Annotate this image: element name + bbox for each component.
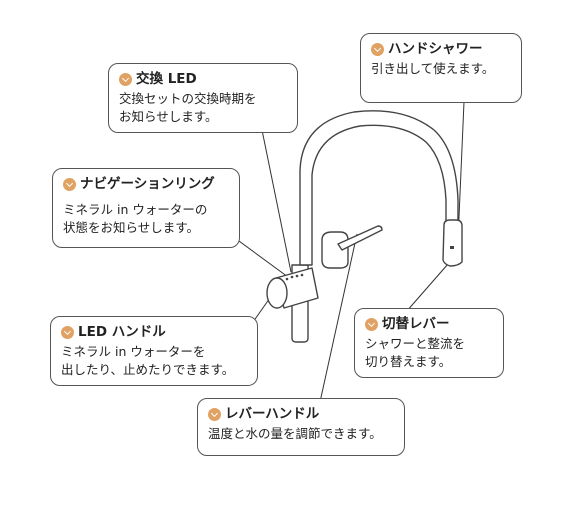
callout-title-text: ナビゲーションリング — [80, 176, 215, 192]
callout-title: 交換 LED — [119, 70, 287, 88]
chevron-down-icon — [365, 317, 378, 331]
callout-title-text: 交換 LED — [136, 71, 197, 87]
callout-title: ナビゲーションリング — [63, 175, 229, 193]
navigation-ring-dots — [285, 273, 304, 281]
callout-navigation-ring: ナビゲーションリング ミネラル in ウォーターの 状態をお知らせします。 — [52, 168, 240, 248]
leader-lever-handle — [319, 233, 358, 403]
callout-description: ミネラル in ウォーターの 状態をお知らせします。 — [63, 202, 208, 235]
chevron-down-icon — [61, 325, 74, 339]
valve-body — [321, 231, 349, 269]
callout-switch-lever: 切替レバー シャワーと整流を 切り替えます。 — [354, 308, 504, 378]
callout-title: LED ハンドル — [61, 323, 247, 341]
callout-led-handle: LED ハンドル ミネラル in ウォーターを 出したり、止めたりできます。 — [50, 316, 258, 386]
leader-hand-shower — [457, 101, 465, 241]
callout-title: 切替レバー — [365, 315, 493, 333]
callout-hand-shower: ハンドシャワー 引き出して使えます。 — [360, 33, 522, 103]
leader-exchange-led — [261, 129, 292, 273]
callout-description: 引き出して使えます。 — [371, 61, 495, 76]
callout-title-text: 切替レバー — [382, 316, 450, 332]
chevron-down-icon — [119, 72, 132, 86]
faucet-body — [266, 110, 463, 343]
callout-lever-handle: レバーハンドル 温度と水の量を調節できます。 — [197, 398, 405, 456]
callout-description: ミネラル in ウォーターを 出したり、止めたりできます。 — [61, 344, 235, 377]
shower-button-icon — [450, 246, 454, 249]
callout-title-text: レバーハンドル — [225, 406, 320, 422]
hand-shower-head — [442, 219, 463, 267]
callout-title-text: LED ハンドル — [78, 324, 166, 340]
callout-description: 交換セットの交換時期を お知らせします。 — [119, 91, 257, 124]
chevron-down-icon — [63, 177, 76, 191]
callout-description: シャワーと整流を 切り替えます。 — [365, 336, 466, 369]
callout-title-text: ハンドシャワー — [388, 41, 483, 57]
callout-description: 温度と水の量を調節できます。 — [208, 426, 382, 441]
chevron-down-icon — [208, 407, 221, 421]
led-handle-cap — [266, 277, 288, 309]
callout-exchange-led: 交換 LED 交換セットの交換時期を お知らせします。 — [108, 63, 298, 133]
chevron-down-icon — [371, 42, 384, 56]
lever-handle-rod — [337, 225, 383, 251]
callout-title: ハンドシャワー — [371, 40, 511, 58]
callout-title: レバーハンドル — [208, 405, 394, 423]
